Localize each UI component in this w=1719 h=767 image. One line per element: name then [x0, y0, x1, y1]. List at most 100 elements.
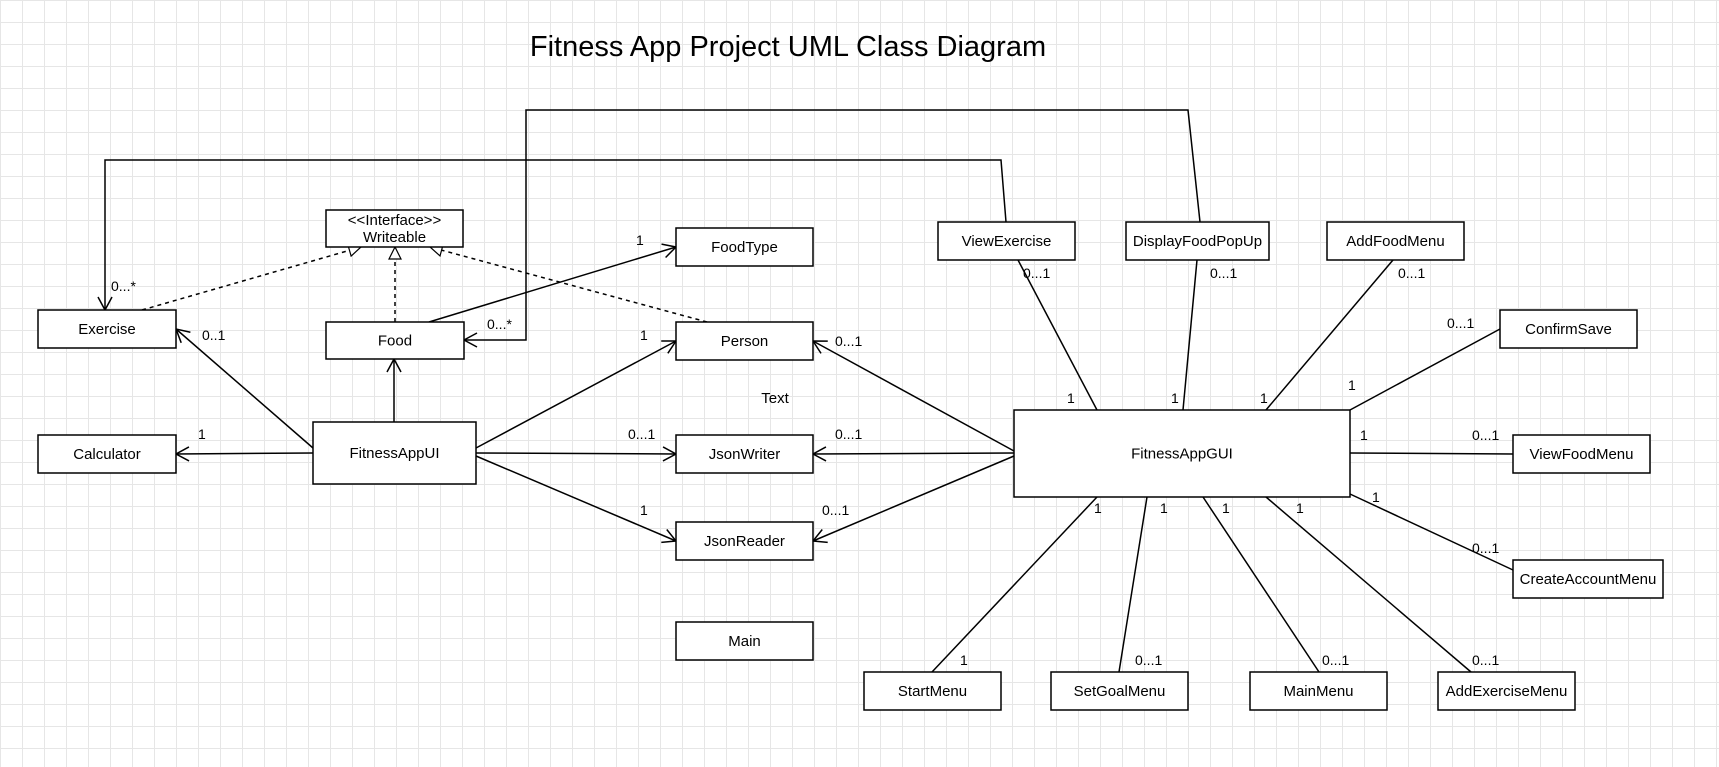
class-name: StartMenu [898, 683, 967, 700]
class-exercise: Exercise [37, 309, 177, 349]
class-fitnessappui: FitnessAppUI [312, 421, 477, 485]
multiplicity-label: 1 [198, 426, 206, 442]
relations-layer [97, 109, 1514, 673]
class-name: FitnessAppGUI [1131, 446, 1233, 463]
class-box-main [675, 621, 814, 661]
class-calculator: Calculator [37, 434, 177, 474]
class-food: Food [325, 321, 465, 360]
relation-fitnessappgui-to-confirmsave [1349, 328, 1501, 411]
relation-fitnessappui-to-exercise [175, 328, 314, 449]
class-stereotype: <<Interface>> [348, 212, 442, 229]
class-addfoodmenu: AddFoodMenu [1326, 221, 1465, 261]
multiplicity-label: 0...* [111, 278, 136, 294]
class-setgoalmenu: SetGoalMenu [1050, 671, 1189, 711]
class-createaccountmenu: CreateAccountMenu [1512, 559, 1664, 599]
class-box-addexercisemenu [1437, 671, 1576, 711]
relation-fitnessappgui-to-startmenu [931, 496, 1098, 673]
multiplicity-label: 1 [1160, 500, 1168, 516]
class-name: CreateAccountMenu [1520, 571, 1657, 588]
relation-fitnessappgui-to-displayfoodpopup [1182, 259, 1198, 411]
class-name: FitnessAppUI [349, 445, 439, 462]
class-box-writeable [325, 209, 464, 248]
class-box-jsonreader [675, 521, 814, 561]
class-name: AddFoodMenu [1346, 233, 1444, 250]
class-name: ViewFoodMenu [1530, 446, 1634, 463]
class-box-person [675, 321, 814, 361]
class-displayfoodpopup: DisplayFoodPopUp [1125, 221, 1270, 261]
multiplicity-label: 1 [636, 232, 644, 248]
relation-fitnessappgui-to-setgoalmenu [1118, 496, 1148, 673]
class-foodtype: FoodType [675, 227, 814, 267]
class-writeable: <<Interface>>Writeable [325, 209, 464, 248]
class-main: Main [675, 621, 814, 661]
class-name: JsonWriter [709, 446, 780, 463]
relation-fitnessappgui-to-addfoodmenu [1265, 259, 1394, 411]
class-viewexercise: ViewExercise [937, 221, 1076, 261]
multiplicity-label: 0...1 [835, 426, 862, 442]
class-jsonwriter: JsonWriter [675, 434, 814, 474]
class-name: DisplayFoodPopUp [1133, 233, 1262, 250]
class-box-confirmsave [1499, 309, 1638, 349]
relation-person-to-writeable [430, 247, 708, 323]
relation-fitnessappgui-to-jsonwriter [812, 452, 1015, 455]
class-box-startmenu [863, 671, 1002, 711]
relation-fitnessappgui-to-mainmenu [1202, 496, 1320, 673]
class-mainmenu: MainMenu [1249, 671, 1388, 711]
free-text-label: Text [761, 390, 789, 407]
multiplicity-label: 1 [1296, 500, 1304, 516]
class-confirmsave: ConfirmSave [1499, 309, 1638, 349]
class-box-foodtype [675, 227, 814, 267]
multiplicity-label: 1 [960, 652, 968, 668]
class-name: Food [378, 333, 412, 350]
relation-fitnessappui-to-jsonreader [475, 455, 677, 542]
multiplicity-label: 1 [1067, 390, 1075, 406]
relation-viewexercise-to-exercise [104, 159, 1007, 310]
class-viewfoodmenu: ViewFoodMenu [1512, 434, 1651, 474]
class-name: MainMenu [1283, 683, 1353, 700]
class-box-viewexercise [937, 221, 1076, 261]
class-startmenu: StartMenu [863, 671, 1002, 711]
relation-fitnessappgui-to-person [812, 340, 1015, 452]
multiplicity-label: 0...1 [1472, 652, 1499, 668]
class-name: Exercise [78, 321, 136, 338]
multiplicity-label: 0..1 [202, 327, 226, 343]
class-box-fitnessappgui [1013, 409, 1351, 498]
class-name: Person [721, 333, 769, 350]
multiplicity-layer: 0...*0...*10..1110...110...10...10...110… [111, 232, 1499, 668]
class-name: FoodType [711, 239, 778, 256]
relation-fitnessappgui-to-jsonreader [812, 455, 1015, 542]
multiplicity-label: 0...1 [1135, 652, 1162, 668]
multiplicity-label: 1 [1360, 427, 1368, 443]
class-box-mainmenu [1249, 671, 1388, 711]
class-name: Main [728, 633, 761, 650]
class-box-food [325, 321, 465, 360]
relation-exercise-to-writeable [141, 247, 361, 311]
class-name: ConfirmSave [1525, 321, 1612, 338]
multiplicity-label: 0...1 [1398, 265, 1425, 281]
class-name: ViewExercise [962, 233, 1052, 250]
relation-fitnessappgui-to-addexercisemenu [1265, 496, 1472, 673]
relation-fitnessappui-to-jsonwriter [475, 452, 677, 455]
multiplicity-label: 0...1 [1210, 265, 1237, 281]
relation-fitnessappui-to-calculator [175, 452, 314, 455]
multiplicity-label: 0...1 [1447, 315, 1474, 331]
class-name: AddExerciseMenu [1446, 683, 1568, 700]
class-jsonreader: JsonReader [675, 521, 814, 561]
multiplicity-label: 0...1 [835, 333, 862, 349]
diagram-title: Fitness App Project UML Class Diagram [530, 31, 1046, 63]
class-name: SetGoalMenu [1074, 683, 1166, 700]
class-box-viewfoodmenu [1512, 434, 1651, 474]
class-box-addfoodmenu [1326, 221, 1465, 261]
multiplicity-label: 1 [640, 502, 648, 518]
class-name: Writeable [363, 229, 426, 246]
class-box-setgoalmenu [1050, 671, 1189, 711]
multiplicity-label: 0...1 [1322, 652, 1349, 668]
multiplicity-label: 0...1 [1472, 540, 1499, 556]
class-fitnessappgui: FitnessAppGUI [1013, 409, 1351, 498]
class-name: Calculator [73, 446, 141, 463]
multiplicity-label: 1 [1094, 500, 1102, 516]
class-name: JsonReader [704, 533, 785, 550]
multiplicity-label: 0...1 [628, 426, 655, 442]
